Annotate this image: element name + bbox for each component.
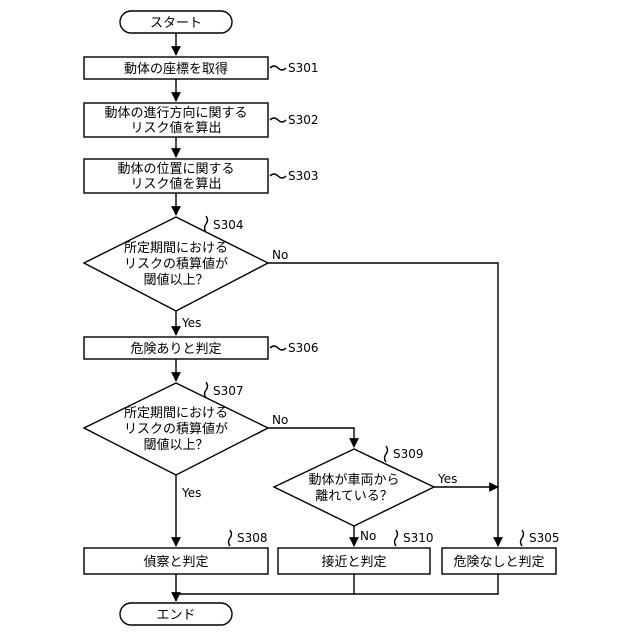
process-s310: 接近と判定 — [278, 548, 430, 574]
s307-line-1: 所定期間における — [124, 406, 228, 421]
process-s302: 動体の進行方向に関する リスク値を算出 — [84, 103, 268, 137]
s304-no-label: No — [272, 248, 288, 262]
s307-no-label: No — [272, 413, 288, 427]
edge-s307-s309 — [268, 428, 354, 447]
s309-line-2: 離れている？ — [315, 489, 393, 504]
s304-line-3: 閾値以上？ — [143, 272, 208, 288]
s304-yes-label: Yes — [181, 316, 201, 330]
s304-ref: S304 — [213, 218, 244, 232]
s308-ref: S308 — [237, 531, 268, 545]
s302-line-2: リスク値を算出 — [130, 120, 221, 136]
s304-line-2: リスクの積算値が — [124, 256, 228, 272]
start-terminal: スタート — [120, 11, 232, 33]
s308-line-1: 偵察と判定 — [143, 555, 208, 570]
start-label: スタート — [150, 16, 202, 31]
s305-line-1: 危険なしと判定 — [453, 555, 544, 570]
s307-leader — [205, 382, 208, 398]
s302-leader — [270, 118, 286, 122]
end-label: エンド — [156, 608, 195, 623]
s309-no-label: No — [360, 529, 376, 543]
s307-yes-label: Yes — [181, 486, 201, 500]
s304-line-1: 所定期間における — [124, 241, 228, 256]
s309-yes-label: Yes — [437, 472, 457, 486]
s306-leader — [270, 346, 286, 350]
s307-line-3: 閾値以上？ — [143, 437, 208, 453]
s307-line-2: リスクの積算値が — [124, 421, 228, 437]
s305-leader — [521, 530, 524, 546]
s306-ref: S306 — [288, 341, 319, 355]
s303-line-1: 動体の位置に関する — [117, 162, 234, 177]
edge-s305-merge — [176, 574, 498, 594]
s310-leader — [395, 530, 398, 546]
s303-line-2: リスク値を算出 — [130, 176, 221, 192]
s301-ref: S301 — [288, 61, 319, 75]
end-terminal: エンド — [120, 603, 232, 625]
process-s303: 動体の位置に関する リスク値を算出 — [84, 159, 268, 193]
s309-leader — [385, 446, 388, 462]
s307-ref: S307 — [213, 384, 244, 398]
s304-leader — [205, 216, 208, 232]
s302-ref: S302 — [288, 113, 319, 127]
process-s301: 動体の座標を取得 — [84, 57, 268, 79]
s305-ref: S305 — [529, 531, 560, 545]
process-s308: 偵察と判定 — [84, 548, 268, 574]
s303-ref: S303 — [288, 169, 319, 183]
s308-leader — [229, 530, 232, 546]
process-s305: 危険なしと判定 — [442, 548, 556, 574]
s301-leader — [270, 66, 286, 70]
s310-ref: S310 — [403, 531, 434, 545]
s302-line-1: 動体の進行方向に関する — [104, 105, 247, 121]
s303-leader — [270, 174, 286, 178]
s306-line-1: 危険ありと判定 — [130, 342, 221, 357]
s309-line-1: 動体が車両から — [308, 473, 399, 488]
s309-ref: S309 — [393, 447, 424, 461]
s301-line-1: 動体の座標を取得 — [124, 61, 228, 77]
s310-line-1: 接近と判定 — [321, 554, 386, 570]
process-s306: 危険ありと判定 — [84, 337, 268, 359]
